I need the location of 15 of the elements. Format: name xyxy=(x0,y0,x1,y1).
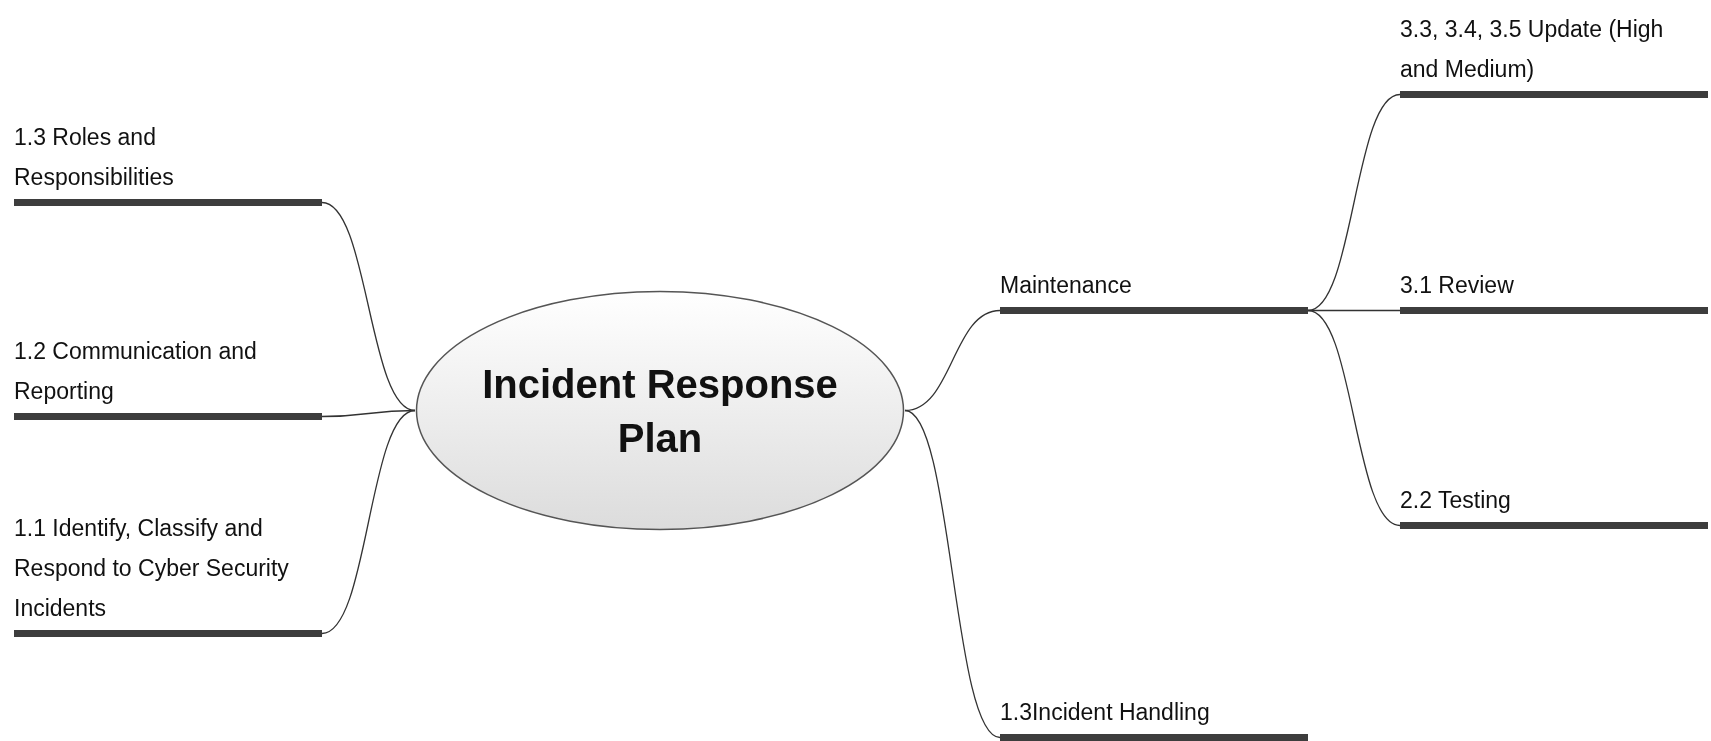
topic-label: 1.2 Communication and Reporting xyxy=(14,337,258,406)
connector-curve xyxy=(904,409,1001,739)
topic-label: Maintenance xyxy=(1000,271,1133,300)
connector-curve xyxy=(1307,93,1401,312)
topic-label: 3.3, 3.4, 3.5 Update (High and Medium) xyxy=(1400,15,1665,84)
connector-curve xyxy=(321,409,416,635)
topic-label: 2.2 Testing xyxy=(1400,486,1512,515)
central-topic-title: Incident Response Plan xyxy=(481,360,839,462)
connector-curve xyxy=(1307,309,1401,527)
topic-label: 3.1 Review xyxy=(1400,271,1515,300)
topic-label: 1.3Incident Handling xyxy=(1000,698,1211,727)
central-topic-ellipse xyxy=(415,290,905,531)
topic-label: 1.3 Roles and Responsibilities xyxy=(14,123,175,192)
topic-label: 1.1 Identify, Classify and Respond to Cyber Security Incidents xyxy=(14,514,290,623)
connector-curve xyxy=(321,201,416,412)
